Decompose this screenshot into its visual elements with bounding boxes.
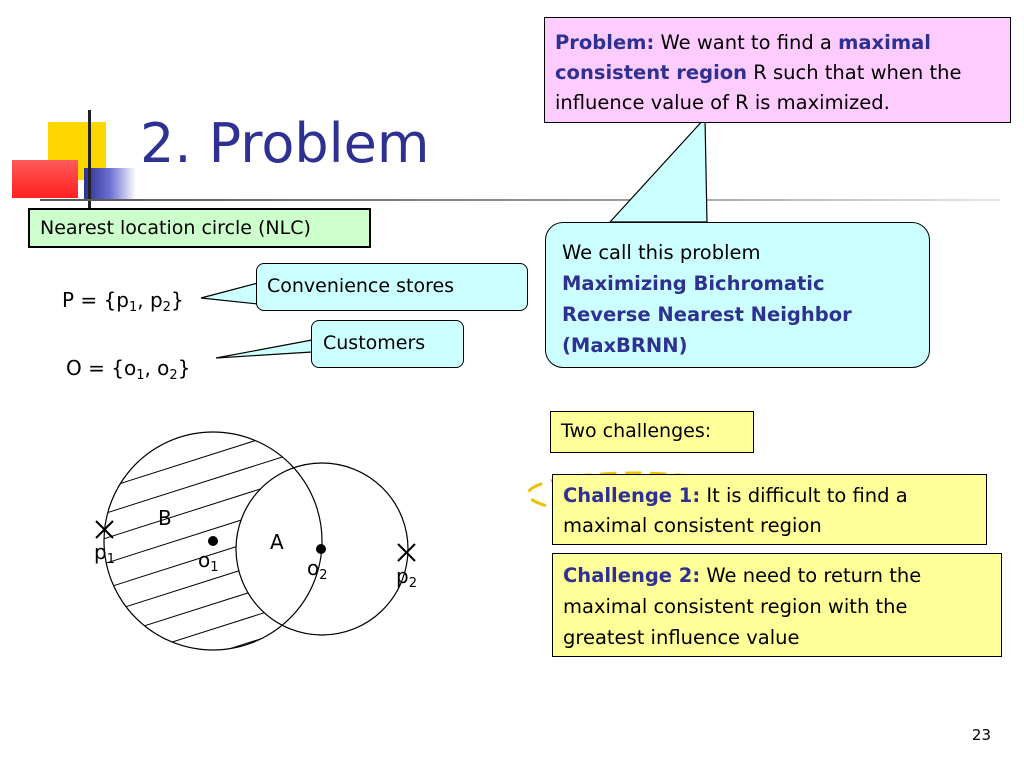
customers-callout: Customers <box>311 320 464 368</box>
two-challenges-text: Two challenges: <box>561 420 712 442</box>
region-b-label: B <box>158 506 172 530</box>
slide-title: 2. Problem <box>140 112 430 175</box>
p1-label: p1 <box>94 540 115 567</box>
convenience-stores-callout: Convenience stores <box>256 263 528 311</box>
set-o-prefix: O = {o <box>66 356 137 380</box>
problem-text-1: We want to find a <box>654 31 839 54</box>
two-challenges-heading: Two challenges: <box>550 411 754 453</box>
problem-text-2: R such that when the influence value of … <box>555 61 962 114</box>
set-p-sub2: 2 <box>162 300 171 315</box>
problem-box: Problem: We want to find a maximal consi… <box>544 17 1011 123</box>
customers-text: Customers <box>323 332 426 354</box>
set-p-definition: P = {p1, p2} <box>62 288 184 315</box>
maxbrnn-box: We call this problem Maximizing Bichroma… <box>545 222 930 368</box>
problem-label: Problem: <box>555 31 655 54</box>
p2-label: p2 <box>396 564 417 591</box>
challenge-2-label: Challenge 2: <box>563 564 701 587</box>
problem-callout-tail <box>608 116 708 223</box>
o1-dot-marker <box>208 536 218 546</box>
nlc-label: Nearest location circle (NLC) <box>28 208 371 248</box>
set-p-sub1: 1 <box>128 300 138 315</box>
challenge-2-box: Challenge 2: We need to return the maxim… <box>552 553 1002 657</box>
convenience-stores-text: Convenience stores <box>267 275 455 297</box>
set-p-prefix: P = {p <box>62 288 129 312</box>
problem-term: maximal consistent region <box>555 31 931 84</box>
challenge-1-text: It is difficult to find a maximal consis… <box>563 484 908 537</box>
o2-sub: 2 <box>319 568 328 583</box>
p2-letter: p <box>396 564 409 588</box>
o1-sub: 1 <box>210 560 219 575</box>
nlc-circle-p2 <box>235 462 409 636</box>
title-divider <box>40 199 1000 201</box>
set-o-suffix: } <box>177 356 191 380</box>
set-o-sub2: 2 <box>169 368 178 383</box>
challenge-2-text: We need to return the maximal consistent… <box>563 564 922 649</box>
p1-letter: p <box>94 540 107 564</box>
page-number: 23 <box>971 726 991 744</box>
set-o-mid: , o <box>144 356 170 380</box>
challenge-1-box: Challenge 1: It is difficult to find a m… <box>552 474 987 545</box>
convenience-callout-pointer <box>200 282 259 305</box>
o1-letter: o <box>198 548 211 572</box>
nlc-circle-p1 <box>103 431 323 651</box>
o2-label: o2 <box>307 556 328 583</box>
p2-sub: 2 <box>408 576 417 591</box>
decor-vertical-line <box>88 110 91 210</box>
p1-cross-marker <box>95 520 114 539</box>
challenge-1-label: Challenge 1: <box>563 484 701 507</box>
decor-red-square <box>12 160 78 198</box>
decor-blue-square <box>84 168 136 200</box>
o2-letter: o <box>307 556 320 580</box>
set-p-suffix: } <box>170 288 184 312</box>
maxbrnn-intro: We call this problem <box>562 241 761 264</box>
nlc-label-text: Nearest location circle (NLC) <box>40 217 311 239</box>
customers-callout-pointer <box>215 339 313 359</box>
set-o-definition: O = {o1, o2} <box>66 356 191 383</box>
p2-cross-marker <box>397 543 416 562</box>
set-o-sub1: 1 <box>136 368 145 383</box>
maxbrnn-name: Maximizing Bichromatic Reverse Nearest N… <box>562 272 852 357</box>
set-p-mid: , p <box>137 288 163 312</box>
region-a-label: A <box>270 530 284 554</box>
o1-label: o1 <box>198 548 219 575</box>
o2-dot-marker <box>316 544 326 554</box>
p1-sub: 1 <box>106 552 115 567</box>
